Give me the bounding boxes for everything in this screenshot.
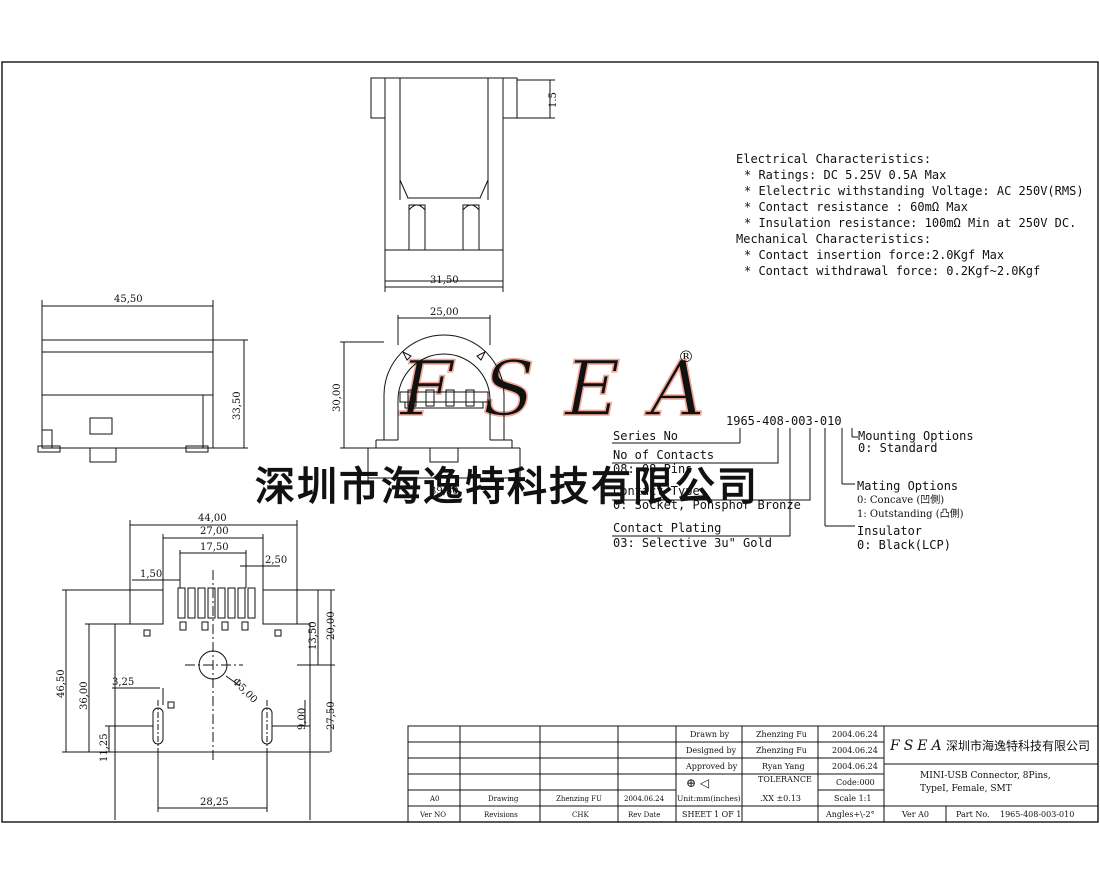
electrical-item: * Insulation resistance: 100mΩ Min at 25… <box>744 216 1076 230</box>
dim-pcb-2-50: 2,50 <box>265 555 287 566</box>
dim-pcb-11-25: 11,25 <box>99 733 110 762</box>
desc-line-1: MINI-USB Connector, 8Pins, <box>920 771 1051 781</box>
dim-pcb-17-50: 17,50 <box>200 542 229 553</box>
contact-type-value: 0: Socket, Pohsphor Bronze <box>613 498 801 512</box>
drawn-date: 2004.06.24 <box>832 730 878 739</box>
mounting-title: Mounting Options <box>858 429 974 443</box>
dim-pcb-20-00: 20,00 <box>326 611 337 640</box>
electrical-item: * Elelectric withstanding Voltage: AC 25… <box>744 184 1084 198</box>
top-view <box>370 77 555 292</box>
scale-label: Scale 1:1 <box>834 794 871 803</box>
company-name: 深圳市海逸特科技有限公司 <box>946 738 1090 753</box>
mechanical-title: Mechanical Characteristics: <box>736 232 931 246</box>
rev-desc: Drawing <box>488 795 519 803</box>
electrical-item: * Contact resistance : 60mΩ Max <box>744 200 968 214</box>
contacts-title: No of Contacts <box>613 448 714 462</box>
designed-by-name: Zhenzing Fu <box>756 746 807 755</box>
dim-side-33-50: 33,50 <box>232 391 243 420</box>
designed-date: 2004.06.24 <box>832 746 878 755</box>
dim-pcb-44-00: 44,00 <box>198 513 227 524</box>
version-label: Ver A0 <box>901 810 929 819</box>
angles-label: Angles+\-2° <box>825 810 875 819</box>
pcb-layout-view <box>62 520 335 820</box>
insulator-value: 0: Black(LCP) <box>857 538 951 552</box>
mechanical-item: * Contact withdrawal force: 0.2Kgf~2.0Kg… <box>744 264 1040 278</box>
contact-type-title: Contact Type <box>613 484 700 498</box>
dim-pcb-phi-5-00: Φ5,00 <box>230 676 259 705</box>
company-logo: FSEA <box>889 738 946 754</box>
side-view <box>37 300 248 463</box>
dim-top-1-5: 1.5 <box>548 92 559 108</box>
mating-option-0: 0: Concave (凹側) <box>857 493 944 506</box>
plating-value: 03: Selective 3u" Gold <box>613 536 772 550</box>
series-no-label: Series No <box>613 429 678 443</box>
dim-pcb-46-50: 46,50 <box>56 669 67 698</box>
approved-date: 2004.06.24 <box>832 762 878 771</box>
mechanical-item: * Contact insertion force:2.0Kgf Max <box>744 248 1004 262</box>
contacts-value: 08: 08 Pins <box>613 462 692 476</box>
dim-pcb-1-50: 1,50 <box>140 569 162 580</box>
mounting-value: 0: Standard <box>858 441 937 455</box>
dim-pcb-36-00: 36,00 <box>79 681 90 710</box>
registered-mark: ® <box>678 347 694 366</box>
code-label: Code:000 <box>836 778 875 787</box>
approved-by-label: Approved by <box>685 762 738 771</box>
dim-top-31-50: 31,50 <box>430 275 459 286</box>
part-no-label: Part No. <box>956 810 990 819</box>
approved-by-name: Ryan Yang <box>762 762 805 771</box>
dim-pcb-9-00: 9,00 <box>297 708 308 730</box>
dim-front-25-00: 25,00 <box>430 307 459 318</box>
part-no-value: 1965-408-003-010 <box>1000 810 1074 819</box>
mating-title: Mating Options <box>857 479 958 493</box>
projection-symbol: ⊕ ◁ <box>686 776 709 790</box>
characteristics-block: Electrical Characteristics: * Ratings: D… <box>736 152 1084 278</box>
dim-pcb-27-00: 27,00 <box>200 526 229 537</box>
unit-label: Unit:mm(inches) <box>677 794 741 803</box>
dim-pcb-3-25: 3,25 <box>112 677 134 688</box>
dim-pcb-13-50: 13,50 <box>308 621 319 650</box>
hdr-revisions: Revisions <box>484 811 518 819</box>
dim-front-30-00: 30,00 <box>332 383 343 412</box>
rev-chk: Zhenzing FU <box>556 795 602 803</box>
tolerance-label: TOLERANCE <box>758 775 812 784</box>
dim-pcb-28-25: 28,25 <box>200 797 229 808</box>
drawn-by-label: Drawn by <box>690 730 730 739</box>
electrical-item: * Ratings: DC 5.25V 0.5A Max <box>744 168 946 182</box>
title-block <box>407 725 1099 823</box>
watermark-logo: FSEA <box>398 344 735 433</box>
mating-option-1: 1: Outstanding (凸側) <box>857 507 964 520</box>
rev-ver: A0 <box>429 795 440 803</box>
part-code: 1965-408-003-010 <box>726 414 842 428</box>
sheet-label: SHEET 1 OF 1 <box>682 810 741 819</box>
plating-title: Contact Plating <box>613 521 721 535</box>
dim-pcb-27-50: 27,50 <box>326 701 337 730</box>
electrical-title: Electrical Characteristics: <box>736 152 931 166</box>
tolerance-value: .XX ±0.13 <box>760 794 801 803</box>
hdr-ver: Ver NO <box>419 811 446 819</box>
dim-side-45-50: 45,50 <box>114 294 143 305</box>
part-code-breakdown: 1965-408-003-010 Series No No of Contact… <box>612 414 974 552</box>
desc-line-2: TypeI, Female, SMT <box>920 784 1012 794</box>
designed-by-label: Designed by <box>686 746 737 755</box>
insulator-title: Insulator <box>857 524 922 538</box>
front-view <box>340 315 521 482</box>
hdr-chk: CHK <box>572 811 589 819</box>
hdr-rev-date: Rev Date <box>628 811 660 819</box>
drawn-by-name: Zhenzing Fu <box>756 730 807 739</box>
title-block-text: Drawn by Zhenzing Fu 2004.06.24 Designed… <box>419 730 1090 819</box>
watermark: FSEA ® 深圳市海逸特科技有限公司 <box>255 343 759 510</box>
dim-front-39-50: 39,50 <box>430 486 459 497</box>
rev-date: 2004.06.24 <box>624 795 665 803</box>
watermark-company: 深圳市海逸特科技有限公司 <box>255 463 759 510</box>
